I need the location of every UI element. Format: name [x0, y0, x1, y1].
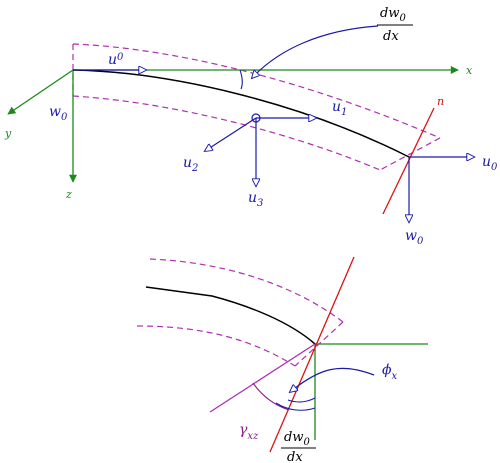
slope-label-top: dw0 dx: [377, 6, 413, 44]
deformed-mid-surface: [72, 69, 410, 158]
svg-text:dw0: dw0: [380, 6, 406, 24]
x-axis-label: x: [466, 64, 473, 77]
rotated-section-line: [209, 343, 316, 413]
u2-label: u2: [183, 155, 198, 174]
slope-callout-arrow: [252, 25, 379, 78]
u0-right-label: u0: [482, 154, 498, 173]
slope-arc-outer: [275, 402, 316, 411]
beam-right-end: [379, 137, 441, 171]
u3-label: u3: [248, 190, 263, 209]
svg-text:dx: dx: [383, 29, 399, 44]
phi-rotation-arrow: [290, 367, 375, 392]
y-axis-label: y: [4, 127, 12, 140]
u0-left-label: u0: [108, 52, 124, 68]
deformed-mid-surface-detail: [145, 286, 316, 345]
w0-left-label: w0: [49, 104, 68, 123]
w0-right-label: w0: [405, 228, 424, 247]
slope-label-bottom: dw0 dx: [281, 430, 316, 463]
beam-upper-boundary-detail: [149, 258, 344, 323]
slope-arc-inner: [287, 397, 316, 403]
bottom-figure: ϕx γxz dw0 dx: [136, 256, 428, 463]
slope-angle-arc: [239, 69, 243, 90]
u1-label: u1: [332, 99, 347, 118]
deformed-normal-line: [269, 256, 355, 453]
beam-upper-boundary: [72, 43, 441, 139]
svg-text:dw0: dw0: [284, 430, 310, 448]
y-axis: [7, 69, 74, 115]
u2-arrow: [205, 117, 257, 151]
gamma-arc: [252, 382, 290, 411]
gamma-label: γxz: [239, 422, 259, 442]
phi-label: ϕx: [382, 362, 398, 382]
top-figure: x y z u0 w0 dw0 dx u1 u2 u3 n: [4, 6, 498, 247]
normal-label: n: [437, 95, 444, 108]
z-axis-label: z: [65, 188, 72, 201]
svg-text:dx: dx: [287, 450, 303, 463]
beam-lower-boundary-detail: [136, 325, 296, 367]
